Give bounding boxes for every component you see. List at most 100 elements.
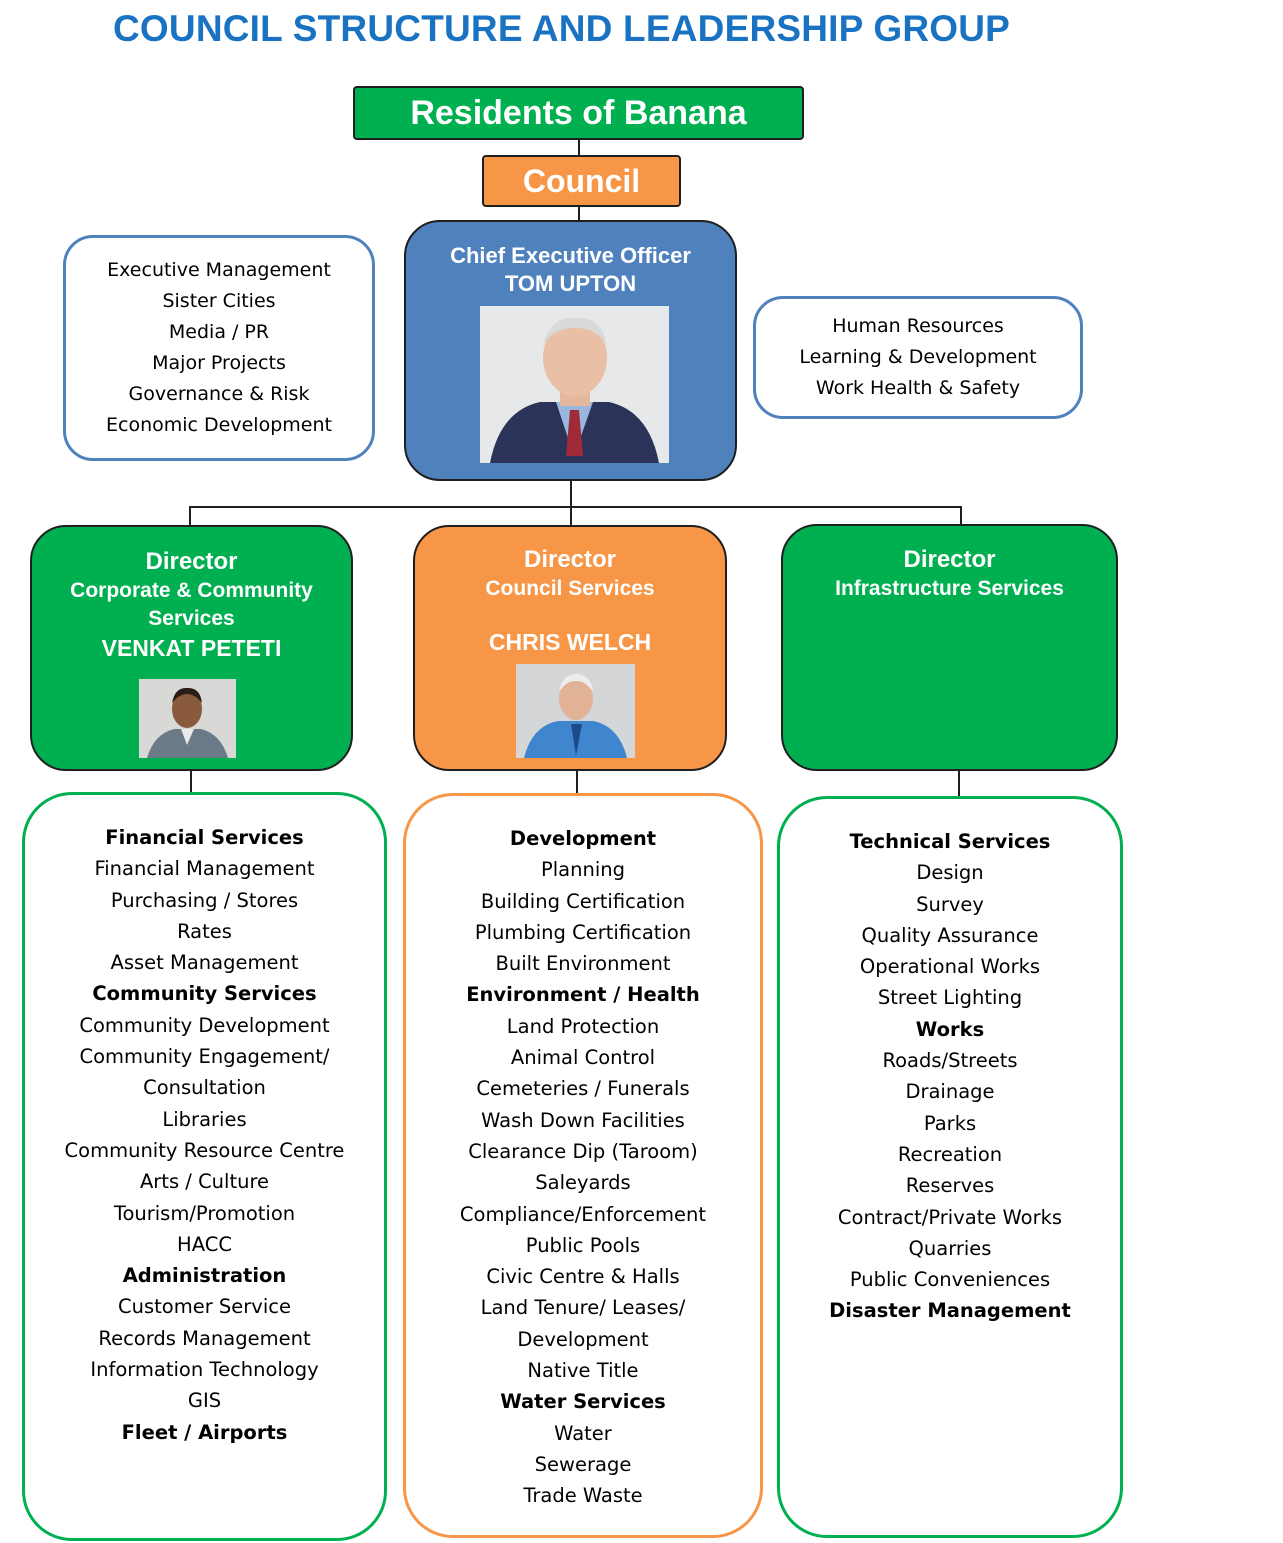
unit-item: Sister Cities — [162, 290, 276, 312]
function-item: Planning — [541, 858, 625, 882]
function-heading: Water Services — [500, 1390, 666, 1414]
director-name: CHRIS WELCH — [488, 629, 652, 655]
unit-item: Work Health & Safety — [815, 377, 1021, 399]
function-heading: Fleet / Airports — [121, 1420, 288, 1444]
unit-item: Executive Management — [107, 259, 331, 281]
director-corporate-box: Director Corporate & Community Services … — [30, 525, 353, 771]
ceo-name: TOM UPTON — [504, 271, 637, 296]
connector-line — [960, 506, 962, 525]
function-item: Compliance/Enforcement — [459, 1202, 707, 1226]
function-item: Quarries — [908, 1236, 992, 1260]
connector-line — [958, 770, 960, 797]
function-item: Public Conveniences — [849, 1268, 1051, 1292]
function-item: Records Management — [98, 1326, 311, 1350]
unit-item: Human Resources — [832, 315, 1004, 337]
function-heading: Technical Services — [849, 830, 1051, 853]
function-item: Water — [554, 1421, 612, 1445]
director-council-photo — [516, 664, 635, 758]
function-item: Civic Centre & Halls — [486, 1265, 680, 1289]
function-item: Land Tenure/ Leases/ — [480, 1296, 686, 1320]
ceo-role: Chief Executive Officer — [450, 243, 691, 268]
director-dept: Corporate & Community Services — [70, 579, 313, 630]
function-item: Reserves — [905, 1174, 995, 1198]
unit-item: Media / PR — [168, 321, 270, 343]
function-item: Libraries — [162, 1107, 247, 1131]
function-item: Built Environment — [495, 952, 671, 976]
function-item: Land Protection — [506, 1014, 660, 1038]
director-title: Director — [523, 546, 617, 573]
function-item: Parks — [923, 1111, 977, 1135]
function-item: Consultation — [143, 1076, 266, 1100]
connector-line — [190, 770, 192, 792]
function-item: Saleyards — [535, 1171, 631, 1195]
function-item: Community Engagement/ — [79, 1045, 330, 1069]
unit-item: Economic Development — [106, 414, 332, 436]
function-item: Development — [517, 1327, 649, 1351]
function-item: Drainage — [905, 1080, 995, 1104]
function-item: Survey — [916, 892, 984, 916]
function-item: Financial Management — [94, 857, 315, 881]
connector-line — [578, 140, 580, 155]
connector-line — [190, 506, 962, 508]
connector-line — [570, 481, 572, 507]
function-item: Wash Down Facilities — [481, 1108, 685, 1132]
function-item: Customer Service — [118, 1295, 291, 1319]
director-title: Director — [903, 546, 996, 573]
function-item: Recreation — [897, 1142, 1003, 1166]
function-item: Quality Assurance — [861, 923, 1039, 947]
function-heading: Environment / Health — [466, 983, 700, 1007]
council-box: Council — [482, 155, 681, 207]
connector-line — [576, 770, 578, 794]
function-item: GIS — [187, 1389, 222, 1413]
unit-item: Governance & Risk — [128, 383, 310, 405]
function-heading: Administration — [122, 1264, 287, 1288]
function-item: Clearance Dip (Taroom) — [468, 1139, 698, 1163]
function-item: Community Resource Centre — [64, 1138, 345, 1162]
connector-line — [189, 506, 191, 526]
function-item: Design — [916, 861, 984, 885]
function-heading: Financial Services — [105, 826, 304, 849]
function-item: Animal Control — [510, 1046, 656, 1070]
function-item: Tourism/Promotion — [113, 1201, 296, 1225]
function-item: Rates — [177, 919, 232, 943]
function-item: Building Certification — [480, 889, 686, 913]
function-item: Trade Waste — [523, 1484, 643, 1508]
function-item: Roads/Streets — [882, 1049, 1018, 1073]
function-item: Cemeteries / Funerals — [476, 1077, 690, 1101]
function-item: Purchasing / Stores — [110, 888, 299, 912]
function-item: Sewerage — [534, 1452, 632, 1476]
director-infrastructure-box: Director Infrastructure Services — [781, 524, 1118, 771]
function-item: Community Development — [79, 1013, 330, 1037]
function-item: Public Pools — [525, 1233, 641, 1257]
page-title: COUNCIL STRUCTURE AND LEADERSHIP GROUP — [113, 8, 1011, 49]
director-dept: Council Services — [485, 577, 655, 600]
connector-line — [570, 506, 572, 525]
connector-line — [578, 207, 580, 220]
function-item: Arts / Culture — [139, 1170, 270, 1194]
function-heading: Works — [915, 1017, 985, 1041]
function-item: Contract/Private Works — [837, 1205, 1063, 1229]
director-name: VENKAT PETETI — [101, 635, 282, 661]
function-heading: Development — [509, 827, 657, 850]
function-item: Native Title — [527, 1359, 639, 1383]
function-item: Asset Management — [110, 951, 299, 975]
function-heading: Disaster Management — [829, 1299, 1071, 1323]
unit-item: Learning & Development — [799, 346, 1037, 368]
director-dept: Infrastructure Services — [835, 577, 1064, 600]
unit-item: Major Projects — [152, 352, 286, 374]
function-item: HACC — [177, 1232, 232, 1256]
director-title: Director — [145, 548, 238, 575]
function-item: Plumbing Certification — [474, 920, 692, 944]
function-heading: Community Services — [92, 982, 317, 1006]
function-item: Operational Works — [859, 955, 1041, 979]
residents-box: Residents of Banana — [353, 86, 804, 140]
function-item: Street Lighting — [877, 986, 1023, 1010]
ceo-photo — [480, 306, 669, 463]
function-item: Information Technology — [90, 1358, 319, 1382]
director-corporate-photo — [139, 679, 236, 758]
